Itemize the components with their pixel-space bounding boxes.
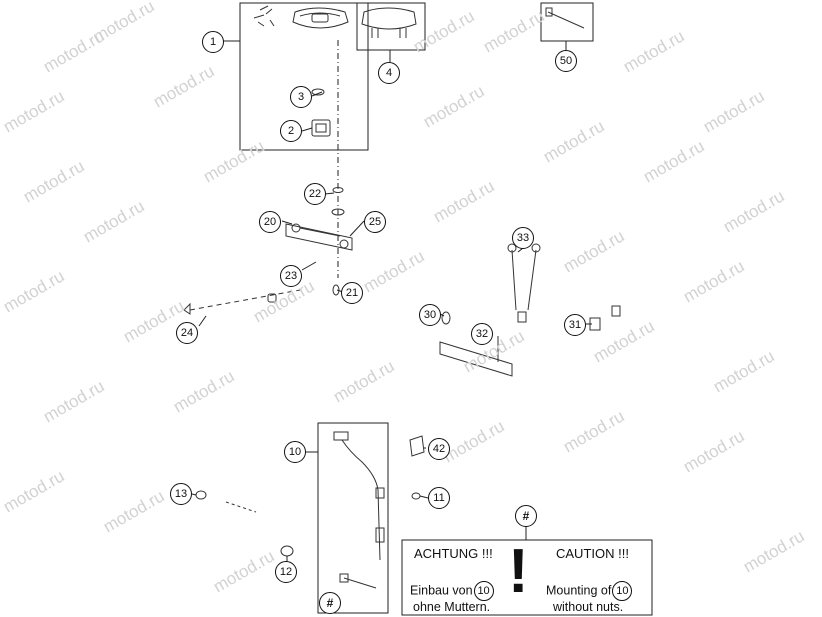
callout-part-23[interactable]: 23 (280, 265, 302, 287)
triple-clamp-drawing (183, 187, 353, 315)
switch-assembly-drawing (439, 243, 621, 377)
callout-part-13[interactable]: 13 (170, 483, 192, 505)
callout-part-2[interactable]: 2 (280, 120, 302, 142)
note-hash-marker: # (515, 505, 537, 527)
note-english-prefix: Mounting of (546, 583, 612, 598)
part-13-drawing (195, 490, 207, 500)
callout-hash-note[interactable]: # (319, 592, 341, 614)
part-11-drawing (411, 492, 421, 500)
note-german-ref-callout: 10 (473, 581, 494, 601)
callout-part-20[interactable]: 20 (259, 211, 281, 233)
wiring-harness-drawing (333, 431, 385, 589)
callout-part-33[interactable]: 33 (512, 227, 534, 249)
callout-part-10[interactable]: 10 (284, 441, 306, 463)
note-english-line-2: without nuts. (553, 600, 624, 614)
caution-note-frame (401, 525, 653, 616)
callout-part-12[interactable]: 12 (275, 561, 297, 583)
note-english-ref-callout: 10 (612, 581, 633, 601)
callout-part-30[interactable]: 30 (419, 304, 441, 326)
note-title-german: ACHTUNG !!! (414, 546, 493, 561)
callout-part-25[interactable]: 25 (364, 211, 386, 233)
part-group-10-frame (317, 422, 389, 614)
callout-part-4[interactable]: 4 (378, 62, 400, 84)
part-group-1-frame (239, 2, 369, 151)
callout-part-32[interactable]: 32 (471, 323, 493, 345)
note-german-line-2: ohne Muttern. (413, 600, 491, 614)
note-german-prefix: Einbau von (410, 583, 473, 598)
callout-part-42[interactable]: 42 (428, 438, 450, 460)
instrument-cluster-drawing (253, 5, 349, 137)
part-group-50-frame (540, 2, 594, 42)
callout-part-21[interactable]: 21 (341, 282, 363, 304)
exclamation-icon: ! (508, 537, 529, 606)
callout-part-50[interactable]: 50 (555, 50, 577, 72)
callout-part-22[interactable]: 22 (304, 183, 326, 205)
part-group-4-frame (356, 2, 426, 51)
relay-drawing (409, 435, 425, 457)
callout-part-3[interactable]: 3 (290, 86, 312, 108)
cluster-housing-drawing (361, 7, 417, 38)
note-title-english: CAUTION !!! (556, 546, 629, 561)
callout-part-1[interactable]: 1 (202, 31, 224, 53)
part-12-drawing (280, 545, 294, 557)
cable-drawing (545, 7, 585, 29)
callout-part-11[interactable]: 11 (428, 487, 450, 509)
callout-part-31[interactable]: 31 (564, 314, 586, 336)
callout-part-24[interactable]: 24 (176, 322, 198, 344)
